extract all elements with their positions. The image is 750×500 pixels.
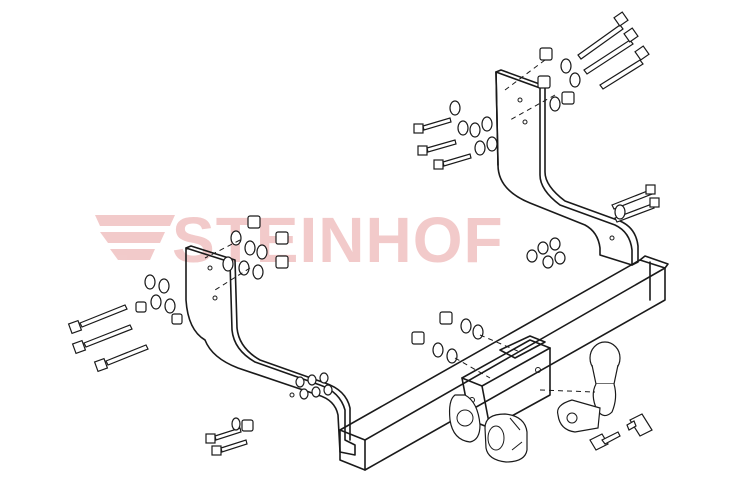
washer-icon bbox=[537, 241, 549, 255]
right-inner-bolts bbox=[413, 100, 498, 170]
washer-icon bbox=[158, 278, 170, 294]
bolt-icon bbox=[211, 439, 248, 456]
bolt-icon bbox=[614, 197, 660, 223]
bolt-icon bbox=[611, 184, 656, 210]
nut-icon bbox=[247, 215, 261, 229]
right-upper-fixings bbox=[504, 47, 581, 121]
left-upper-fixings bbox=[135, 215, 289, 325]
center-fixings bbox=[411, 311, 521, 379]
nut-icon bbox=[171, 313, 183, 325]
washer-icon bbox=[311, 386, 321, 398]
washer-icon bbox=[614, 204, 626, 220]
left-mounting-bracket bbox=[185, 245, 356, 456]
washer-icon bbox=[526, 249, 538, 263]
nut-icon bbox=[275, 231, 289, 245]
nut-icon bbox=[241, 419, 254, 432]
steinhof-watermark: STEINHOF bbox=[95, 204, 504, 276]
bolt-icon bbox=[67, 304, 128, 335]
washer-icon bbox=[486, 136, 498, 152]
bolt-icon bbox=[413, 117, 452, 134]
washer-icon bbox=[307, 374, 317, 386]
bolt-icon bbox=[433, 153, 472, 170]
washer-icon bbox=[549, 237, 561, 251]
washer-icon bbox=[549, 96, 561, 112]
washer-icon bbox=[472, 324, 484, 340]
nut-icon bbox=[537, 75, 551, 89]
tow-ball-icon bbox=[539, 341, 621, 433]
washer-icon bbox=[252, 264, 264, 280]
bolt-icon bbox=[417, 139, 457, 156]
washer-icon bbox=[144, 274, 156, 290]
washer-icon bbox=[299, 388, 309, 400]
nut-icon bbox=[539, 47, 553, 61]
washer-icon bbox=[457, 120, 469, 136]
bolt-icon bbox=[577, 11, 629, 60]
washer-icon bbox=[542, 255, 554, 269]
washer-icon bbox=[222, 256, 234, 272]
nut-icon bbox=[561, 91, 575, 105]
bolt-icon bbox=[583, 27, 639, 75]
bolt-icon bbox=[599, 45, 650, 90]
washer-icon bbox=[560, 58, 572, 74]
washer-icon bbox=[449, 100, 461, 116]
right-lower-fixings bbox=[526, 184, 660, 269]
electrical-socket-icon bbox=[484, 413, 528, 463]
nut-icon bbox=[439, 311, 453, 325]
steinhof-logo-icon bbox=[95, 215, 175, 260]
towball-bolts bbox=[589, 413, 653, 451]
washer-icon bbox=[469, 122, 481, 138]
bolt-icon bbox=[626, 413, 653, 437]
nut-icon bbox=[411, 331, 425, 345]
washer-icon bbox=[231, 417, 241, 431]
washer-icon bbox=[460, 318, 472, 334]
washer-icon bbox=[244, 240, 256, 256]
left-lower-fixings bbox=[205, 372, 333, 456]
bolt-icon bbox=[71, 324, 133, 355]
washer-icon bbox=[481, 116, 493, 132]
bolt-icon bbox=[93, 344, 149, 373]
nut-icon bbox=[275, 255, 289, 269]
washer-icon bbox=[164, 298, 176, 314]
washer-icon bbox=[238, 260, 250, 276]
washer-icon bbox=[474, 140, 486, 156]
washer-icon bbox=[569, 72, 581, 88]
socket-plate bbox=[448, 394, 481, 443]
washer-icon bbox=[554, 251, 566, 265]
washer-icon bbox=[323, 384, 333, 396]
bolt-icon bbox=[205, 427, 242, 444]
nut-icon bbox=[135, 301, 147, 313]
washer-icon bbox=[319, 372, 329, 384]
washer-icon bbox=[256, 244, 268, 260]
washer-icon bbox=[230, 230, 242, 246]
washer-icon bbox=[150, 294, 162, 310]
watermark-text: STEINHOF bbox=[172, 204, 504, 276]
bolt-icon bbox=[589, 431, 621, 451]
right-top-bolts bbox=[577, 11, 650, 90]
main-crossbar bbox=[339, 255, 669, 471]
washer-icon bbox=[432, 342, 444, 358]
left-long-bolts bbox=[67, 304, 149, 373]
washer-icon bbox=[446, 348, 458, 364]
washer-icon bbox=[295, 376, 305, 388]
